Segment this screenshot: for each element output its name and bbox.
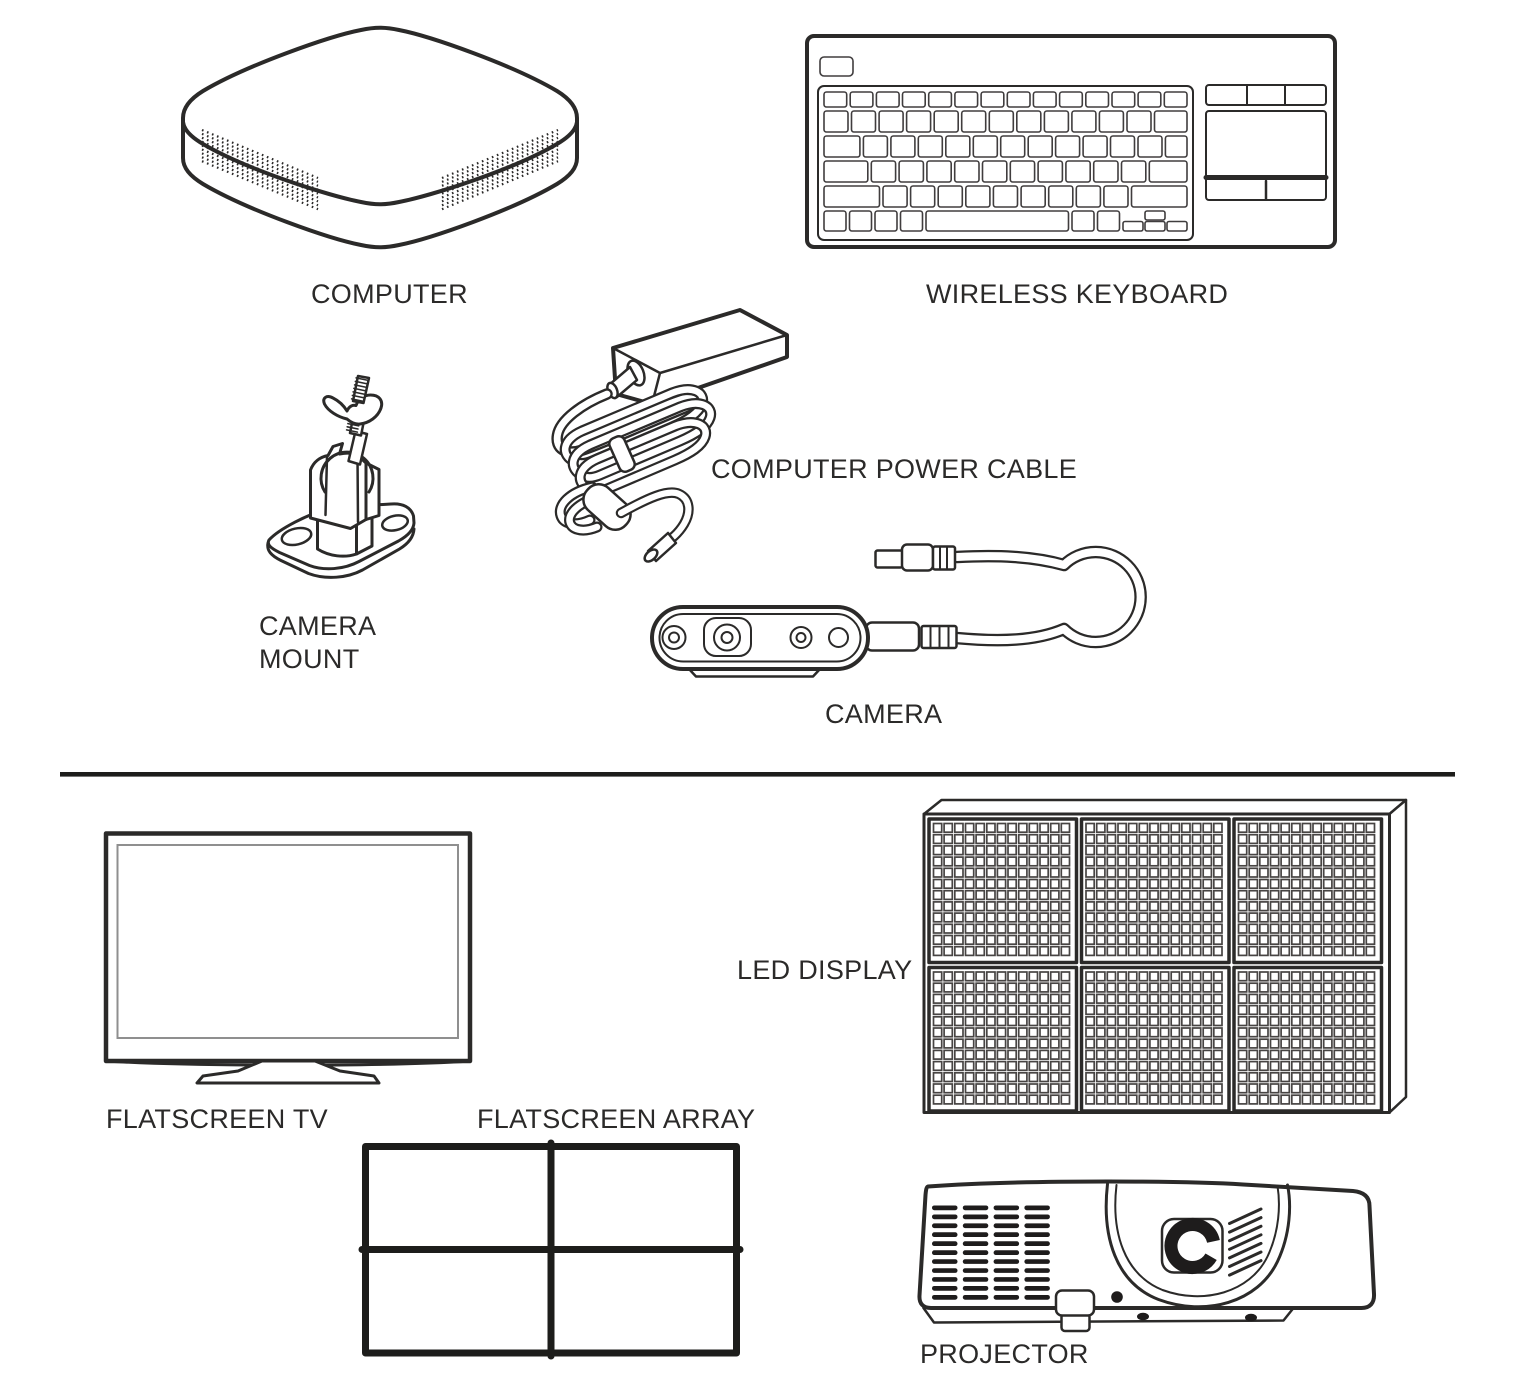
tv-screen (116, 844, 459, 1039)
wireless-keyboard-label: WIRELESS KEYBOARD (926, 279, 1229, 309)
camera-lens-right (789, 626, 813, 649)
mount-ball-joint (319, 450, 375, 494)
bolt-thread-upper (350, 377, 368, 402)
computer-label: COMPUTER (311, 279, 468, 309)
camera-usb-plug (874, 543, 957, 572)
projector-illustration (917, 1179, 1377, 1333)
camera-label: CAMERA (825, 699, 943, 729)
wing-nut (322, 393, 384, 426)
camera-illustration (650, 543, 1147, 678)
camera-body-connector (864, 621, 958, 652)
led-side-face (1388, 798, 1408, 1114)
keyboard-esc-key (819, 56, 854, 77)
projector-body (917, 1179, 1377, 1310)
projector-ir-window (1054, 1289, 1096, 1317)
tv-stand (195, 1059, 381, 1085)
projector-lens-surround (1104, 1182, 1292, 1309)
section-divider (60, 772, 1455, 777)
camera-cable (949, 545, 1147, 649)
projector-label: PROJECTOR (920, 1339, 1089, 1369)
ferrite-bead (582, 482, 632, 532)
computer-power-cable-label: COMPUTER POWER CABLE (711, 454, 1078, 484)
computer-illustration (181, 25, 579, 250)
cable-tie (608, 434, 636, 474)
mount-screw-hole-right (380, 514, 410, 532)
flatscreen-tv-illustration (103, 831, 473, 1085)
flatscreen-array-illustration (358, 1139, 744, 1360)
keyboard-keys (823, 91, 1188, 232)
wireless-keyboard-illustration (805, 34, 1337, 249)
flatscreen-array-label: FLATSCREEN ARRAY (477, 1104, 756, 1134)
camera-mount-illustration (266, 374, 416, 579)
led-display-label: LED DISPLAY (737, 955, 913, 985)
mount-screw-hole-left (280, 526, 313, 547)
camera-mount-label: CAMERA MOUNT (259, 611, 377, 674)
camera-lens-housing (703, 617, 752, 657)
led-panels (927, 817, 1384, 1113)
projector-ir-dot (1111, 1291, 1123, 1303)
computer-power-cable-illustration (551, 308, 789, 563)
camera-lens-main (713, 623, 741, 652)
flatscreen-tv-label: FLATSCREEN TV (106, 1104, 328, 1134)
projector-lens (1164, 1218, 1221, 1274)
led-top-face (922, 798, 1408, 816)
led-display-illustration (922, 798, 1408, 1114)
projector-hatch-lines (1228, 1207, 1263, 1277)
camera-lens-left (661, 625, 687, 650)
keyboard-trackpad-cluster (1203, 84, 1329, 201)
camera-indicator (828, 627, 849, 648)
projector-vents (932, 1205, 1050, 1300)
